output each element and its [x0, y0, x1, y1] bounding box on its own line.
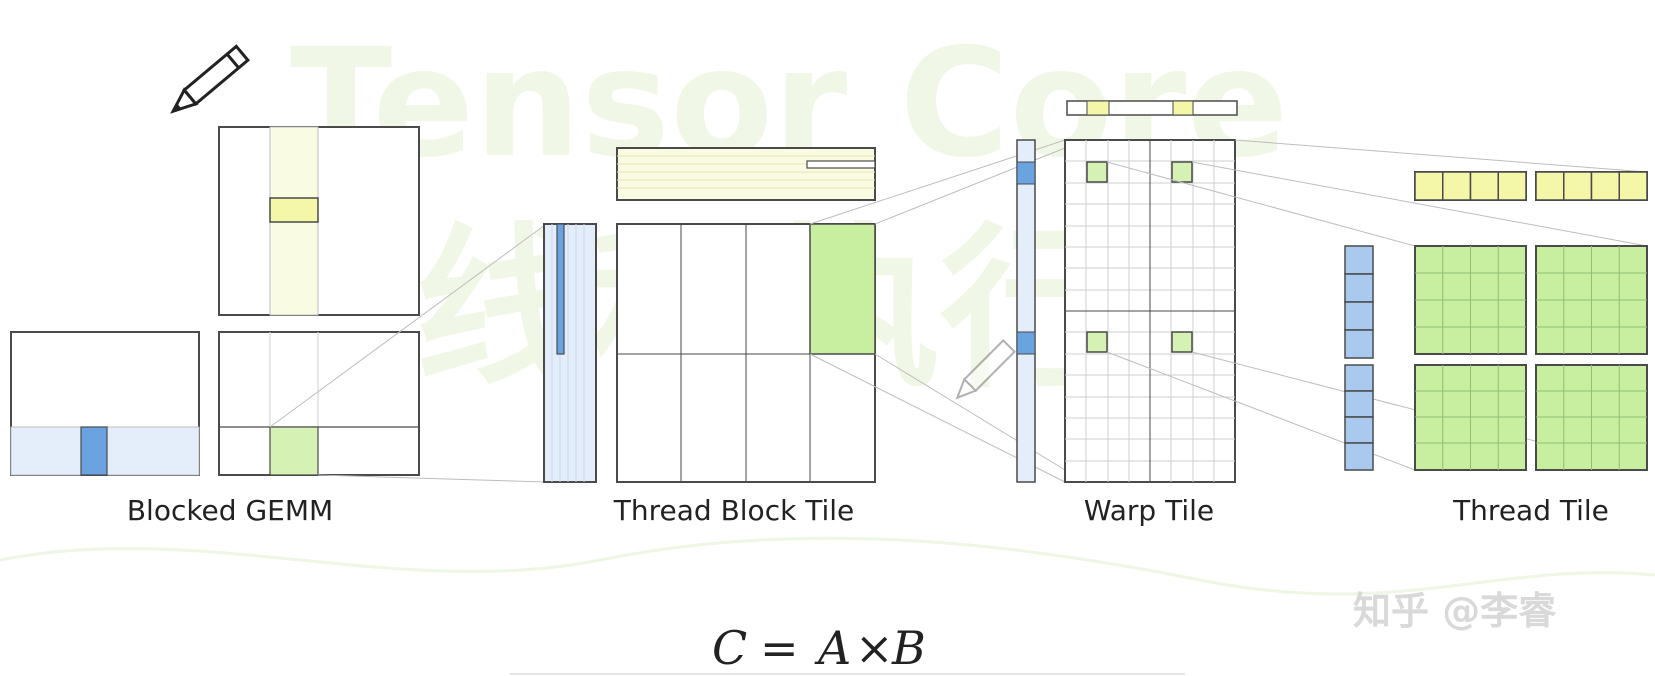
tb-warp-tile — [809, 223, 876, 355]
warp-c-grid — [1064, 139, 1236, 483]
warp-b-strip — [1066, 100, 1238, 116]
matrix-a — [10, 331, 200, 476]
matrix-c — [218, 331, 420, 476]
formula-c: C — [712, 621, 747, 675]
label-warp-tile: Warp Tile — [1084, 494, 1214, 527]
warp-a-strip — [1016, 139, 1036, 483]
thread-c-accumulators — [1414, 245, 1648, 471]
label-thread-block-tile: Thread Block Tile — [613, 494, 854, 527]
b-tile — [269, 197, 319, 223]
connector-lines-1 — [269, 224, 546, 483]
matrix-b — [218, 126, 420, 316]
pencil-icon — [955, 339, 1016, 400]
background-decoration — [0, 536, 1655, 596]
thread-a-fragments — [1344, 245, 1374, 471]
thread-b-fragments — [1414, 171, 1648, 201]
c-tile — [269, 426, 319, 476]
tb-c-grid — [616, 223, 876, 483]
credit-watermark: 知乎 @李睿 — [1353, 589, 1556, 633]
blocked-gemm-group: Blocked GEMM — [10, 126, 420, 527]
formula-b: B — [891, 621, 926, 675]
thread-block-tile-group: Thread Block Tile — [543, 147, 876, 527]
warp-tile-group: Warp Tile — [1016, 100, 1238, 527]
pencil-icon — [170, 44, 250, 114]
tb-a-block — [543, 223, 597, 483]
label-blocked-gemm: Blocked GEMM — [127, 494, 333, 527]
formula-equals: = — [760, 621, 799, 675]
tb-b-block — [616, 147, 876, 201]
formula-a: A — [814, 621, 851, 675]
formula: C = A × B — [712, 621, 926, 675]
a-tile — [80, 426, 108, 476]
formula-times: × — [855, 621, 894, 675]
thread-tile-group: Thread Tile — [1344, 171, 1648, 527]
label-thread-tile: Thread Tile — [1452, 494, 1609, 527]
